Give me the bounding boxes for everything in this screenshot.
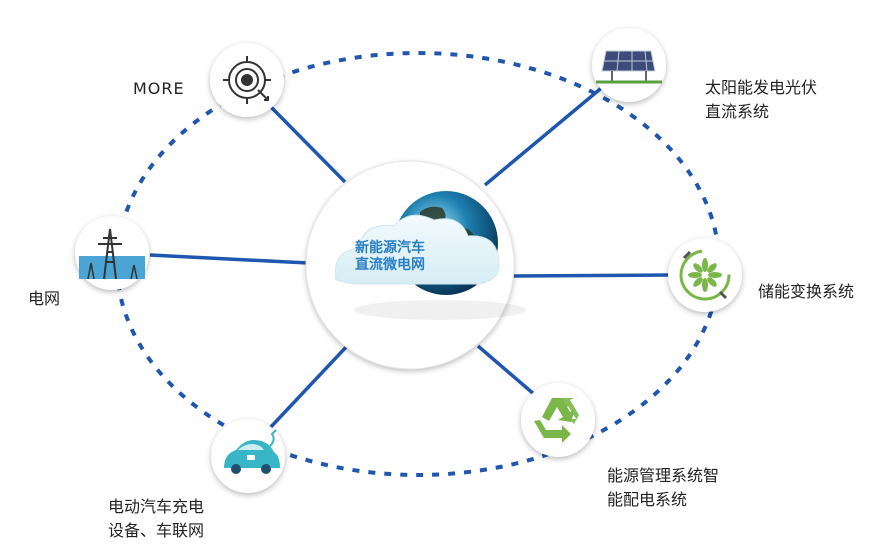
link-smart xyxy=(476,344,537,397)
electric-car-icon xyxy=(224,429,280,474)
node-smart[interactable] xyxy=(521,383,595,457)
label-smart: 能源管理系统智 能配电系统 xyxy=(607,466,720,509)
link-ev xyxy=(266,343,350,432)
link-solar xyxy=(483,83,607,187)
node-solar[interactable] xyxy=(592,28,666,102)
label-ev: 电动汽车充电 设备、车联网 xyxy=(108,497,205,540)
target-dial-icon xyxy=(223,56,271,104)
power-tower-icon xyxy=(79,228,145,280)
center-hub xyxy=(305,160,526,370)
link-more xyxy=(268,104,347,184)
energy-flower-plug-icon xyxy=(679,249,731,301)
node-more[interactable] xyxy=(210,43,284,117)
center-title: 新能源汽车 直流微电网 xyxy=(330,240,450,274)
connectors xyxy=(149,83,671,432)
globe-cloud-icon xyxy=(334,191,526,320)
center-title-line1: 新能源汽车 xyxy=(355,240,425,256)
recycle-icon xyxy=(534,398,579,443)
label-storage: 储能变换系统 xyxy=(758,282,855,301)
node-storage[interactable] xyxy=(668,238,742,312)
link-grid xyxy=(149,253,309,265)
link-storage xyxy=(511,273,671,278)
solar-panel-icon xyxy=(596,50,662,84)
label-solar: 太阳能发电光伏 直流系统 xyxy=(705,78,818,121)
label-more: MORE xyxy=(133,79,185,98)
node-grid[interactable] xyxy=(75,216,149,290)
node-ev[interactable] xyxy=(211,419,285,493)
label-grid: 电网 xyxy=(28,289,61,308)
center-title-line2: 直流微电网 xyxy=(355,257,425,273)
